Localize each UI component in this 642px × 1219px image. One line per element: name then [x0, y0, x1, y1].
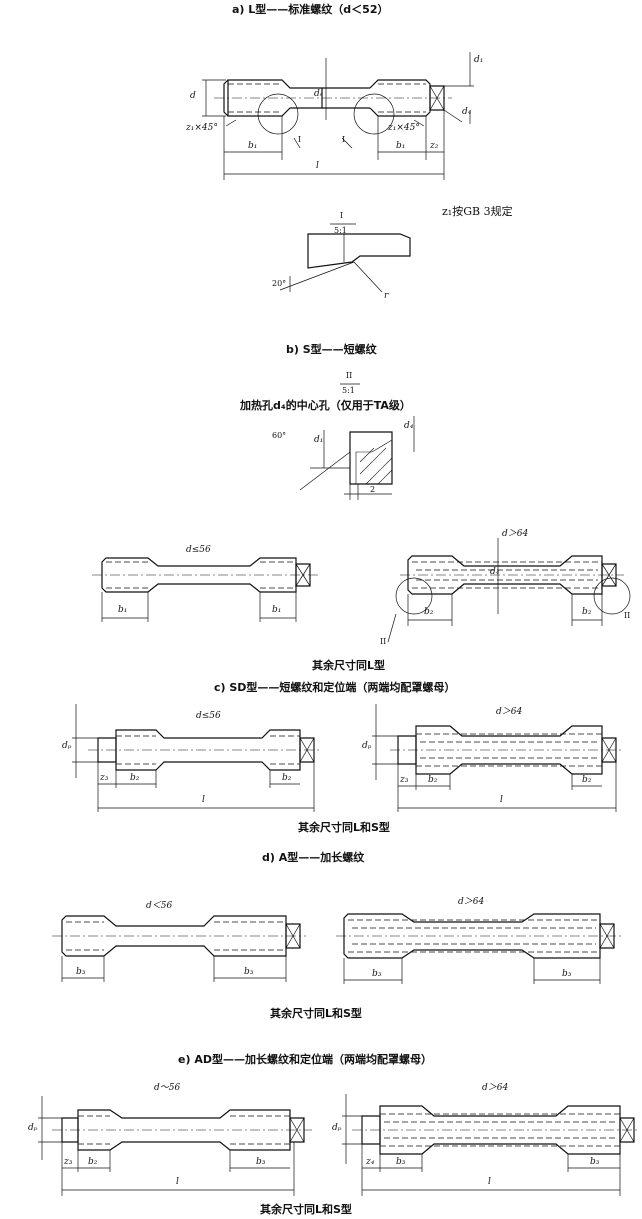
dim-e-dp-left: dₚ [28, 1123, 38, 1133]
ad-type-stud-large [342, 1094, 640, 1196]
dim-a-z1-left: z₁×45° [186, 123, 218, 133]
dim-b-b1-left: b₁ [118, 605, 128, 615]
note-z1-gb3: z₁按GB 3规定 [442, 205, 513, 218]
dim-c-b2-large-left: b₂ [428, 775, 438, 785]
dim-b-d-lt56: d≤56 [186, 545, 211, 555]
ad-type-stud-small [38, 1096, 312, 1196]
note-heat-hole: 加热孔d₄的中心孔（仅用于TA级） [240, 399, 411, 412]
caption-b: b) S型——短螺纹 [286, 343, 377, 356]
dim-e-z3: z₃ [64, 1157, 73, 1167]
dim-a-b1-left: b₁ [248, 141, 258, 151]
dim-e-d-gt64: d＞64 [482, 1083, 509, 1093]
note-same-as-ls-e: 其余尺寸同L和S型 [260, 1203, 352, 1216]
caption-a: a) L型——标准螺纹（d＜52） [232, 3, 389, 16]
dim-a-sw: d₄ [462, 107, 472, 117]
dim-c-dp-right: dₚ [362, 741, 372, 751]
detail-1 [280, 224, 410, 292]
s-type-stud-large [388, 538, 630, 642]
dim-detail2-60deg: 60° [272, 431, 287, 440]
dim-c-b2-right: b₂ [282, 773, 292, 783]
dim-c-d-gt64: d＞64 [496, 707, 523, 717]
dim-c-b2-large-right: b₂ [582, 775, 592, 785]
dim-d-b3-right: b₃ [244, 967, 254, 977]
dim-a-roman1-right: I [342, 135, 346, 144]
dim-c-l-right: l [500, 795, 503, 805]
dim-detail2-d4: d₄ [404, 421, 414, 431]
dim-b-roman2-right: II [624, 611, 631, 620]
dim-e-b2: b₂ [88, 1157, 98, 1167]
dim-a-b1-right: b₁ [396, 141, 406, 151]
dim-b-b2-left: b₂ [424, 607, 434, 617]
dim-detail1-20deg: 20° [272, 279, 287, 288]
sd-type-stud-large [372, 704, 624, 812]
l-type-stud [202, 52, 474, 180]
dim-c-dp-left: dₚ [62, 741, 72, 751]
caption-c: c) SD型——短螺纹和定位端（两端均配罩螺母） [214, 681, 456, 694]
dim-a-z2: z₂ [430, 141, 439, 151]
dim-e-b3-large-left: b₃ [396, 1157, 406, 1167]
dim-b-b1-right: b₁ [272, 605, 282, 615]
dim-e-d-lt56: d～56 [154, 1083, 181, 1093]
dim-e-l-left: l [176, 1177, 179, 1187]
dim-c-z3-left: z₃ [100, 773, 109, 783]
dim-e-l-right: l [488, 1177, 491, 1187]
dim-d-d-lt56: d＜56 [146, 901, 173, 911]
dim-e-z4: z₄ [366, 1157, 375, 1167]
detail2-number: II [346, 371, 353, 380]
sd-type-stud-small [72, 704, 322, 812]
dim-b-d-large: d₄ [490, 567, 500, 577]
detail2-scale: 5:1 [342, 386, 355, 395]
note-same-as-ls-d: 其余尺寸同L和S型 [270, 1007, 362, 1020]
s-type-stud-small [92, 558, 318, 622]
dim-a-ds: dₛ [314, 89, 323, 99]
a-type-stud-small [52, 916, 306, 982]
dim-d-b3-large-left: b₃ [372, 969, 382, 979]
caption-e: e) AD型——加长螺纹和定位端（两端均配罩螺母） [178, 1053, 432, 1066]
dim-c-z3-large: z₃ [400, 775, 409, 785]
dim-c-b2-left: b₂ [130, 773, 140, 783]
dim-c-d-lt56: d≤56 [196, 711, 221, 721]
dim-detail1-r: r [384, 291, 389, 301]
note-same-as-l: 其余尺寸同L型 [312, 659, 386, 672]
caption-d: d) A型——加长螺纹 [262, 851, 365, 864]
dim-a-d1: d₁ [474, 55, 484, 65]
dim-b-roman2-left: II [380, 637, 387, 646]
detail-2 [300, 384, 414, 500]
detail1-scale: 5:1 [334, 226, 347, 235]
dim-detail2-2: 2 [370, 485, 376, 494]
dim-a-l: l [316, 161, 319, 171]
note-same-as-ls-c: 其余尺寸同L和S型 [298, 821, 390, 834]
dim-c-l-left: l [202, 795, 205, 805]
dim-b-b2-right: b₂ [582, 607, 592, 617]
a-type-stud-large [336, 914, 622, 984]
dim-e-b3-right: b₃ [256, 1157, 266, 1167]
dim-detail2-d1: d₁ [314, 435, 324, 445]
dim-a-roman1-left: I [298, 135, 302, 144]
dim-e-b3-large-right: b₃ [590, 1157, 600, 1167]
detail1-number: I [340, 211, 344, 220]
dim-a-d: d [190, 91, 196, 101]
dim-d-b3-left: b₃ [76, 967, 86, 977]
dim-b-d-gt64: d＞64 [502, 529, 529, 539]
dim-d-d-gt64: d＞64 [458, 897, 485, 907]
dim-d-b3-large-right: b₃ [562, 969, 572, 979]
dim-a-z1-right: z₁×45° [388, 123, 420, 133]
dim-e-dp-right: dₚ [332, 1123, 342, 1133]
